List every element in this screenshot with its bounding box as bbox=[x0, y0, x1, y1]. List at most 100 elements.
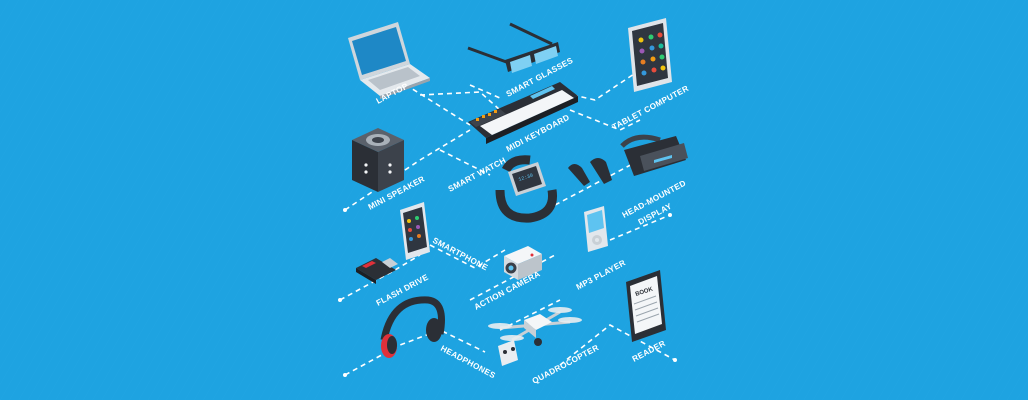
tablet-app-icon bbox=[641, 70, 647, 76]
headphones-cup-left-pad bbox=[387, 336, 397, 354]
quadrocopter-device bbox=[488, 307, 582, 366]
headphones-device bbox=[380, 296, 445, 358]
laptop-display bbox=[352, 27, 406, 75]
glasses-lens-left bbox=[510, 55, 532, 73]
tablet-app-icon bbox=[651, 67, 657, 73]
reader-text-line bbox=[634, 301, 658, 311]
connector-dot bbox=[673, 358, 677, 362]
phone-app-icon bbox=[408, 228, 412, 232]
smartphone-device bbox=[400, 202, 430, 260]
connector-dot bbox=[668, 213, 672, 217]
mini-speaker-device bbox=[352, 128, 404, 192]
connector-mp3-hmd bbox=[609, 214, 671, 241]
flash-drive-stripe bbox=[362, 261, 376, 268]
drone-remote bbox=[498, 340, 518, 366]
laptop-keys bbox=[368, 67, 420, 90]
tablet-app-icon bbox=[640, 59, 646, 65]
watch-strap-top bbox=[501, 155, 531, 173]
connector-glasses-keyboard bbox=[469, 84, 501, 99]
connector-dot bbox=[338, 298, 342, 302]
drone-remote-stick bbox=[503, 350, 507, 354]
phone-app-icon bbox=[407, 219, 411, 223]
tablet-app-icon bbox=[658, 43, 664, 49]
camera-top bbox=[504, 246, 542, 264]
connectors bbox=[338, 68, 677, 377]
hmd-strap bbox=[620, 134, 661, 148]
connector-flash-phone bbox=[394, 254, 421, 271]
phone-app-icon bbox=[409, 237, 413, 241]
phone-app-icon bbox=[417, 234, 421, 238]
tablet-app-icon bbox=[657, 32, 663, 38]
drone-body-side bbox=[524, 320, 536, 338]
headphones-cup-right bbox=[426, 318, 442, 342]
laptop-base-edge bbox=[380, 78, 430, 99]
drone-camera bbox=[534, 338, 542, 346]
mp3-screen bbox=[587, 210, 604, 233]
camera-lens-inner bbox=[508, 265, 514, 271]
drone-rotor bbox=[558, 317, 582, 323]
flash-drive-device bbox=[356, 258, 398, 284]
hmd-front bbox=[640, 143, 688, 171]
tablet-app-icon bbox=[638, 37, 644, 43]
smart-glasses-device bbox=[467, 22, 560, 73]
hmd-controller-left bbox=[568, 164, 590, 186]
headphones-band bbox=[380, 296, 445, 341]
keyboard-display bbox=[530, 86, 555, 99]
midi-keyboard-device bbox=[468, 82, 578, 144]
reader-device: BOOK bbox=[626, 270, 666, 342]
glasses-lens-right bbox=[534, 46, 558, 64]
reader-book-title: BOOK bbox=[635, 286, 655, 297]
keyboard-white-keys bbox=[480, 90, 574, 135]
speaker-button bbox=[388, 170, 392, 174]
keyboard-pad-area bbox=[470, 109, 506, 127]
flash-drive-body bbox=[356, 258, 396, 280]
tablet-app-icon bbox=[660, 65, 666, 71]
phone-app-icon bbox=[416, 225, 420, 229]
connector-tablet-keyboard bbox=[559, 69, 641, 101]
tablet-app-icon bbox=[649, 45, 655, 51]
connector-dot bbox=[343, 373, 347, 377]
connector-watch-keyboard bbox=[439, 149, 491, 176]
reader-screen bbox=[630, 276, 662, 334]
drone-rotor bbox=[500, 335, 524, 341]
phone-screen bbox=[403, 207, 427, 253]
action-camera-device bbox=[504, 246, 542, 280]
connector-drone-reader bbox=[559, 324, 676, 366]
keyboard-front bbox=[486, 96, 578, 144]
speaker-button bbox=[388, 163, 392, 167]
tablet-app-icon bbox=[659, 54, 665, 60]
speaker-button bbox=[364, 163, 368, 167]
connector-camera-mp3 bbox=[469, 254, 556, 301]
connector-watch-vr bbox=[554, 159, 641, 206]
hmd-light bbox=[654, 155, 672, 163]
tablet-app-icon bbox=[648, 34, 654, 40]
keyboard-pad bbox=[476, 118, 479, 121]
drone-rotor bbox=[488, 323, 512, 329]
watch-time: 12:30 bbox=[518, 173, 534, 183]
reader-text-line bbox=[635, 307, 659, 317]
glasses-temple-right bbox=[509, 22, 553, 46]
mp3-player-device bbox=[584, 206, 608, 252]
phone-app-icon bbox=[415, 216, 419, 220]
keyboard-pad bbox=[482, 115, 485, 118]
tablet-app-icon bbox=[650, 56, 656, 62]
drone-remote-stick bbox=[511, 347, 515, 351]
connector-phone-mp3 bbox=[429, 244, 506, 269]
drone-body bbox=[524, 314, 552, 330]
connector-dot bbox=[343, 208, 347, 212]
tablet-computer-device bbox=[628, 18, 672, 92]
watch-face bbox=[512, 166, 542, 192]
tablet-screen bbox=[632, 23, 668, 86]
connector-headphones-drone bbox=[344, 329, 486, 376]
speaker-button bbox=[364, 170, 368, 174]
keyboard-pad bbox=[488, 113, 491, 116]
keyboard-pad bbox=[494, 110, 497, 113]
flash-drive-side bbox=[356, 268, 376, 284]
tablet-app-icon bbox=[639, 48, 645, 54]
watch-strap bbox=[495, 189, 558, 223]
reader-text-line bbox=[636, 313, 660, 323]
hmd-controller-right bbox=[590, 158, 612, 184]
speaker-grill-center bbox=[372, 137, 384, 143]
reader-text-line bbox=[633, 295, 657, 305]
camera-record-dot bbox=[530, 253, 534, 257]
